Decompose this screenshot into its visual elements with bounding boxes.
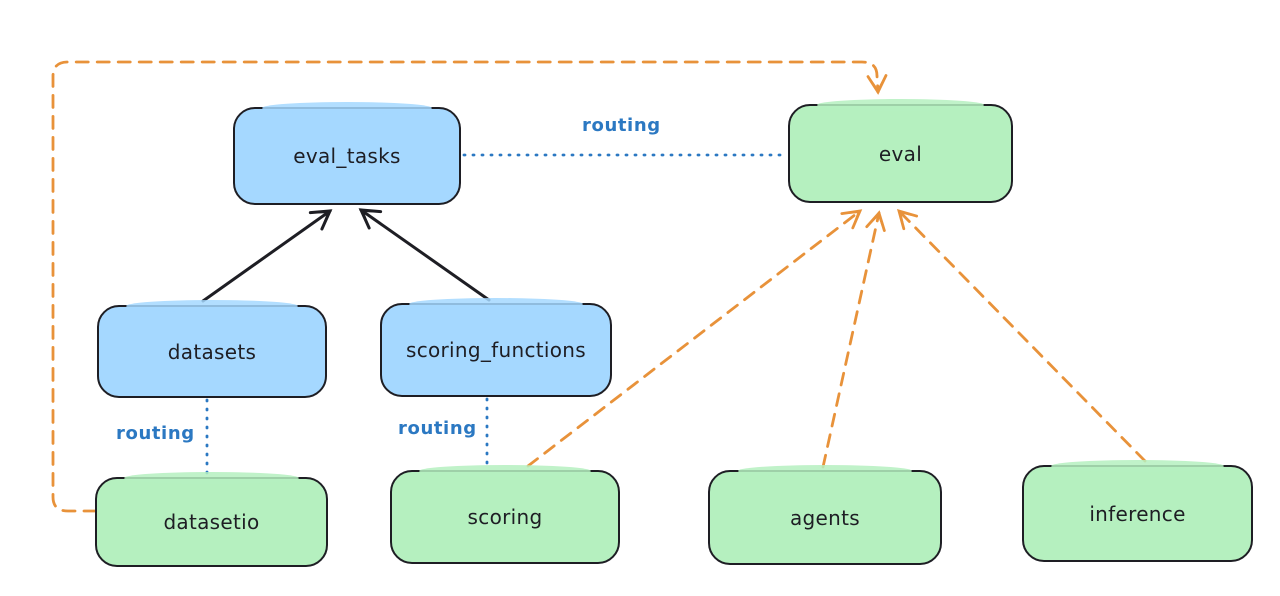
edge-datasets-to-eval-tasks [201, 209, 333, 303]
node-datasetio: datasetio [95, 472, 328, 567]
edge-inference-to-eval [896, 208, 1147, 463]
edge-agents-to-eval [821, 210, 886, 469]
node-inference-label: inference [1089, 501, 1186, 526]
node-eval-tasks: eval_tasks [233, 102, 461, 205]
node-agents-label: agents [790, 505, 860, 530]
node-datasets: datasets [97, 300, 327, 398]
node-scoring-functions: scoring_functions [380, 298, 612, 397]
edge-datasetio-to-eval-loop [51, 60, 888, 513]
edge-scoring-functions-to-eval-tasks [358, 208, 491, 302]
node-datasetio-label: datasetio [163, 510, 260, 534]
node-scoring-label: scoring [467, 505, 543, 529]
node-datasets-label: datasets [167, 339, 257, 364]
edge-scoring-to-eval [526, 209, 863, 468]
node-inference: inference [1022, 460, 1253, 562]
node-agents: agents [708, 465, 942, 565]
node-eval-tasks-label: eval_tasks [293, 144, 401, 168]
node-scoring: scoring [390, 465, 620, 564]
edge-label-routing-scoring-functions-scoring: routing [398, 418, 477, 439]
node-eval-label: eval [878, 141, 923, 166]
edge-label-routing-datasets-datasetio: routing [116, 423, 195, 444]
node-scoring-functions-label: scoring_functions [405, 338, 587, 362]
node-eval: eval [788, 99, 1013, 203]
edge-label-routing-eval-tasks-eval: routing [582, 115, 661, 136]
